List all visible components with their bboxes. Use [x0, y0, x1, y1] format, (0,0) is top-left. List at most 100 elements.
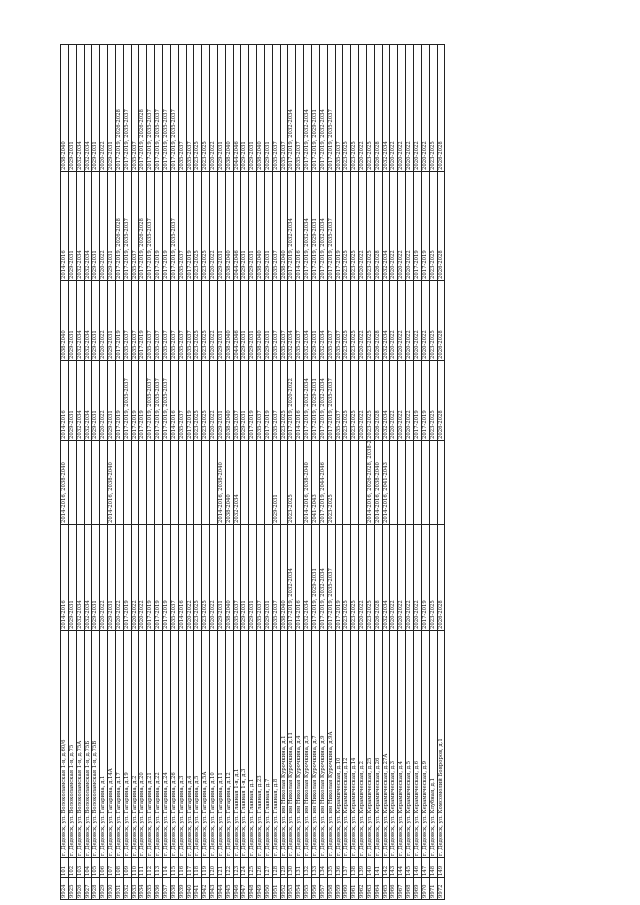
- cell-item-no: 121: [217, 857, 226, 878]
- cell-address: г. Дедовск, ул. Гагарина, д.4: [186, 630, 194, 858]
- cell-period-a: 2014-2016: [295, 524, 304, 631]
- cell-item-no: 127: [264, 857, 273, 878]
- cell-item-no: 123: [233, 857, 241, 878]
- cell-period-a: 2017-2019: [421, 524, 430, 631]
- cell-period-a: 2020-2022: [115, 524, 124, 631]
- cell-period-d: 2023-2025: [350, 280, 359, 361]
- cell-period-c: 2035-2037: [335, 360, 343, 441]
- cell-period-d: 2032-2034: [84, 280, 92, 361]
- cell-row-no: 9950: [264, 877, 273, 900]
- cell-row-no: 9951: [272, 877, 281, 900]
- cell-period-d: 2029-2031: [68, 280, 77, 361]
- cell-period-f: 2035-2037: [131, 44, 139, 172]
- cell-period-b: [437, 440, 445, 525]
- cell-address: г. Дедовск, ул. Гагарина, д.22: [154, 630, 163, 858]
- cell-period-a: 2020-2022: [397, 524, 406, 631]
- cell-period-c: 2032-2034: [84, 360, 92, 441]
- cell-period-b: [342, 440, 351, 525]
- cell-period-e: 2026-2028: [374, 171, 383, 281]
- cell-period-a: 2020-2022: [358, 524, 367, 631]
- cell-period-b: [115, 440, 124, 525]
- cell-period-f: 2017-2019, 2026-2028: [138, 44, 147, 172]
- cell-period-e: 2029-2031: [91, 171, 100, 281]
- cell-period-a: 2014-2016: [60, 524, 69, 631]
- cell-period-d: 2038-2040: [256, 280, 265, 361]
- cell-period-f: 2020-2022: [358, 44, 367, 172]
- cell-period-f: 2029-2031: [107, 44, 116, 172]
- cell-period-b: [295, 440, 304, 525]
- cell-item-no: 129: [280, 857, 288, 878]
- cell-period-c: 2032-2034: [382, 360, 390, 441]
- cell-period-c: 2017-2019, 2035-2037: [154, 360, 163, 441]
- cell-address: г. Дедовск, ул. Гагарина, д.10: [209, 630, 218, 858]
- cell-period-d: 2029-2031: [107, 280, 116, 361]
- cell-period-f: 2017-2019, 2032-2034: [303, 44, 312, 172]
- cell-period-e: 2017-2019, 2032-2034: [303, 171, 312, 281]
- cell-period-e: 2044-2046: [233, 171, 241, 281]
- cell-period-e: 2023-2025: [201, 171, 210, 281]
- cell-period-f: 2017-2019, 2035-2037: [162, 44, 171, 172]
- cell-item-no: 144: [397, 857, 406, 878]
- cell-period-f: 2038-2040: [225, 44, 234, 172]
- cell-period-d: 2032-2034: [382, 280, 390, 361]
- cell-item-no: 109: [123, 857, 132, 878]
- cell-item-no: 101: [60, 857, 69, 878]
- cell-period-b: [178, 440, 186, 525]
- cell-period-b: 2014-2016, 2026-2028, 2038-2040: [366, 440, 375, 525]
- cell-period-e: 2029-2031: [217, 171, 226, 281]
- cell-row-no: 9966: [389, 877, 398, 900]
- cell-item-no: 139: [358, 857, 367, 878]
- cell-address: г. Дедовск, ул. Гагарина, д.26: [170, 630, 179, 858]
- cell-row-no: 9954: [295, 877, 304, 900]
- cell-period-f: 2017-2019, 2035-2037: [154, 44, 163, 172]
- cell-period-b: [350, 440, 359, 525]
- cell-address: г. Дедовск, ул. Гагарина, д.11: [217, 630, 226, 858]
- cell-period-d: 2029-2031: [248, 280, 257, 361]
- cell-period-e: 2020-2022: [389, 171, 398, 281]
- cell-period-e: 2017-2019, 2026-2028: [138, 171, 147, 281]
- cell-period-f: 2023-2025: [193, 44, 202, 172]
- cell-item-no: 119: [201, 857, 210, 878]
- cell-period-d: 2035-2037: [131, 280, 139, 361]
- cell-period-f: 2023-2025: [429, 44, 437, 172]
- cell-item-no: 147: [421, 857, 430, 878]
- cell-period-a: 2017-2019, 2032-2034: [287, 524, 296, 631]
- cell-period-a: 2017-2019, 2029-2031: [311, 524, 320, 631]
- cell-period-f: 2020-2022: [421, 44, 430, 172]
- cell-period-c: 2020-2022: [99, 360, 108, 441]
- cell-row-no: 9940: [186, 877, 194, 900]
- cell-period-d: 2029-2031: [264, 280, 273, 361]
- cell-period-c: 2035-2037: [233, 360, 241, 441]
- cell-period-e: 2023-2025: [350, 171, 359, 281]
- cell-period-a: 2029-2031: [107, 524, 116, 631]
- cell-address: г. Дедовск, ул. Керамическая, д.14: [350, 630, 359, 858]
- cell-item-no: 106: [99, 857, 108, 878]
- cell-period-e: 2017-2019, 2035-2037: [170, 171, 179, 281]
- cell-row-no: 9953: [287, 877, 296, 900]
- cell-period-a: 2023-2025: [350, 524, 359, 631]
- cell-period-f: 2020-2022: [389, 44, 398, 172]
- cell-period-e: 2023-2025: [366, 171, 375, 281]
- cell-period-d: 2035-2037: [272, 280, 281, 361]
- cell-period-f: 2023-2025: [350, 44, 359, 172]
- cell-period-e: 2020-2022: [99, 171, 108, 281]
- cell-period-c: 2023-2025: [201, 360, 210, 441]
- cell-period-c: 2035-2037: [256, 360, 265, 441]
- cell-period-d: 2029-2031: [311, 280, 320, 361]
- cell-item-no: 135: [327, 857, 336, 878]
- cell-period-d: 2023-2025: [366, 280, 375, 361]
- cell-item-no: 136: [335, 857, 343, 878]
- cell-period-e: 2029-2031: [68, 171, 77, 281]
